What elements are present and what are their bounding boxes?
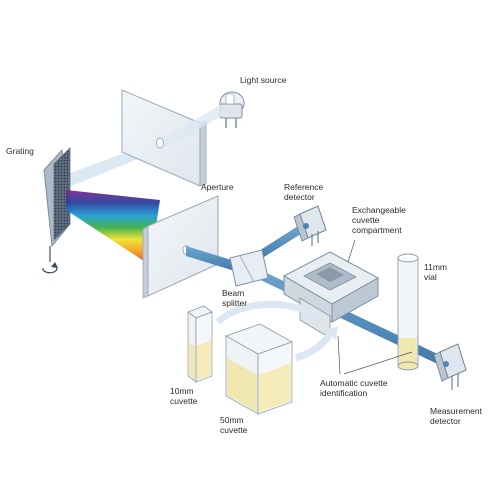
aperture-plate-upper [121,89,207,187]
label-exchangeable-compartment-line-3: compartment [352,225,402,235]
label-reference-detector-line-1: Reference [284,182,323,192]
label-aperture: Aperture [201,182,234,192]
label-cuvette-10mm: 10mm cuvette [170,386,198,406]
label-cuvette-10mm-line-2: cuvette [170,396,198,406]
label-exchangeable-compartment: Exchangeable cuvette compartment [352,205,408,235]
label-vial-line-2: vial [424,272,437,282]
label-exchangeable-compartment-line-2: cuvette [352,215,380,225]
label-reference-detector-line-2: detector [284,192,315,202]
labels: Light source Grating Aperture Reference … [6,75,484,435]
rotation-arrow-icon [42,262,58,274]
cuvette-50mm [225,323,293,415]
light-source-lamp [219,91,245,128]
reference-detector [293,205,327,246]
measurement-detector [433,343,467,390]
label-vial-line-1: 11mm [424,262,447,272]
beam-splitter [229,249,269,287]
leader-lines [337,239,413,375]
label-measurement-detector-line-1: Measurement [430,406,483,416]
label-cuvette-50mm: 50mm cuvette [220,415,248,435]
swap-arrows [215,300,338,362]
label-grating: Grating [6,146,34,156]
vial-11mm [397,253,419,371]
label-measurement-detector: Measurement detector [430,406,484,426]
label-auto-identification-line-1: Automatic cuvette [320,378,388,388]
label-exchangeable-compartment-line-1: Exchangeable [352,205,406,215]
label-auto-identification: Automatic cuvette identification [320,378,390,398]
label-beam-splitter-line-2: splitter [222,298,247,308]
label-cuvette-50mm-line-1: 50mm [220,415,244,425]
spectrum-dispersion [66,190,160,265]
cuvette-10mm [187,305,213,383]
label-light-source: Light source [240,75,287,85]
label-cuvette-50mm-line-2: cuvette [220,425,248,435]
diffraction-grating [43,147,71,262]
label-auto-identification-line-2: identification [320,388,368,398]
label-vial: 11mm vial [424,262,449,282]
label-measurement-detector-line-2: detector [430,416,461,426]
label-reference-detector: Reference detector [284,182,326,202]
label-beam-splitter-line-1: Beam [222,288,244,298]
label-beam-splitter: Beam splitter [222,288,247,308]
label-cuvette-10mm-line-1: 10mm [170,386,194,396]
lamp-beam [164,104,222,148]
